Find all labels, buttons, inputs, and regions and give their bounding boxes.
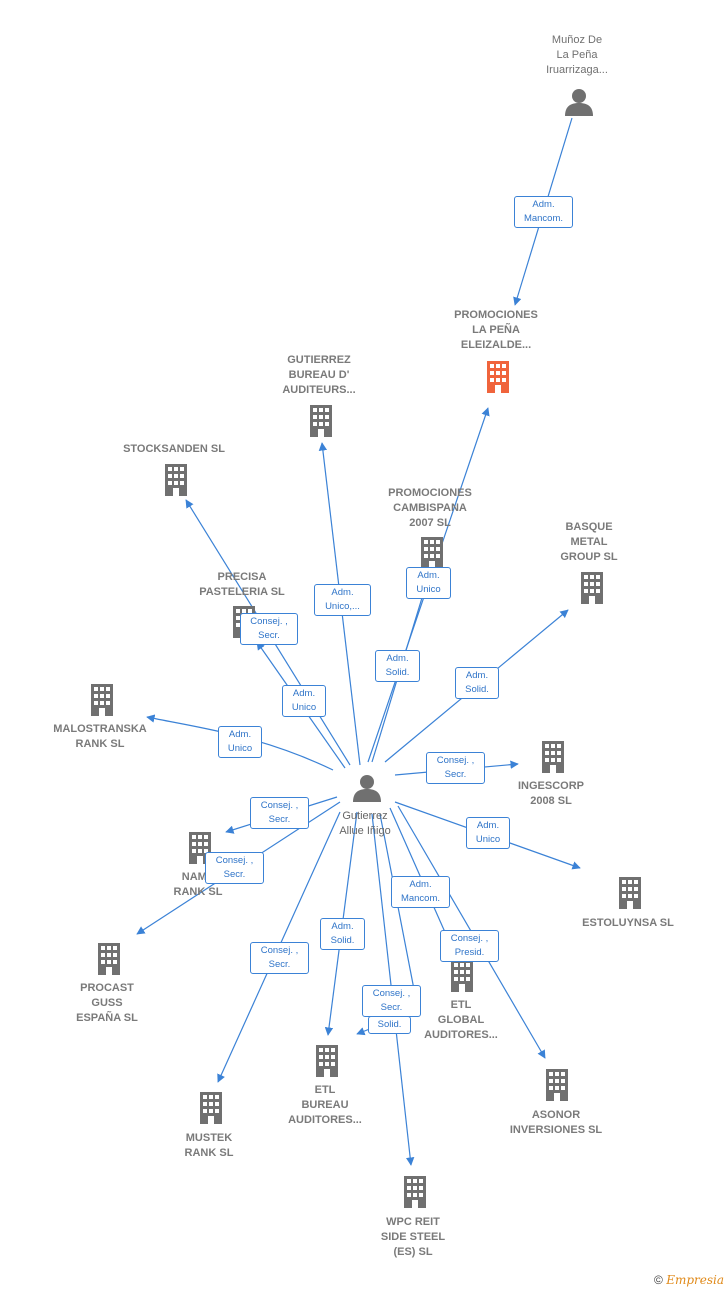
node-promociones-pena-label[interactable]: PROMOCIONES LA PEÑA ELEIZALDE... [454, 309, 538, 351]
edge-label-adm-mancom[interactable]: Adm. Mancom. [391, 876, 450, 908]
building-icon [581, 572, 603, 604]
person-icon [353, 775, 381, 802]
node-stocksanden-label[interactable]: STOCKSANDEN SL [123, 443, 225, 455]
edge-label-consej-secr[interactable]: Consej. , Secr. [205, 852, 264, 884]
building-icon [542, 741, 564, 773]
node-ingescorp-label[interactable]: INGESCORP 2008 SL [517, 780, 584, 807]
building-icon [487, 361, 509, 393]
edge-label-adm-unico[interactable]: Adm. Unico [282, 685, 326, 717]
edge-label-adm-unico[interactable]: Adm. Unico,... [314, 584, 371, 616]
node-gutierrez-bureau-label[interactable]: GUTIERREZ BUREAU D' AUDITEURS... [282, 354, 356, 396]
building-icon [451, 960, 473, 992]
node-promociones-cambispana-label[interactable]: PROMOCIONES CAMBISPANA 2007 SL [388, 487, 472, 529]
edge-label-adm-unico[interactable]: Adm. Unico [406, 567, 451, 599]
node-etl-global-label[interactable]: ETL GLOBAL AUDITORES... [424, 999, 498, 1041]
footer-brand: © Empresia [654, 1273, 724, 1287]
node-gutierrez-allue-label[interactable]: Gutierrez Allue Iñigo [339, 810, 391, 837]
edge-label-adm-unico[interactable]: Adm. Unico [466, 817, 510, 849]
edge-label-consej-secr[interactable]: Consej. , Secr. [240, 613, 298, 645]
edge-label-adm-solid[interactable]: Adm. Solid. [375, 650, 420, 682]
building-icon [421, 537, 443, 569]
node-mustek-label[interactable]: MUSTEK RANK SL [184, 1132, 234, 1159]
node-wpc-label[interactable]: WPC REIT SIDE STEEL (ES) SL [380, 1216, 446, 1258]
node-precisa-label[interactable]: PRECISA PASTELERIA SL [199, 571, 285, 598]
edge-label-adm-unico[interactable]: Adm. Unico [218, 726, 262, 758]
edge-label-consej-secr[interactable]: Consej. , Secr. [362, 985, 421, 1017]
person-icon [565, 89, 593, 116]
building-icon [404, 1176, 426, 1208]
edge-label-consej-presid[interactable]: Consej. , Presid. [440, 930, 499, 962]
edge-label-consej-secr[interactable]: Consej. , Secr. [250, 797, 309, 829]
node-etl-bureau-label[interactable]: ETL BUREAU AUDITORES... [288, 1084, 362, 1126]
node-malostranska-label[interactable]: MALOSTRANSKA RANK SL [53, 723, 147, 750]
node-asonor-label[interactable]: ASONOR INVERSIONES SL [509, 1109, 603, 1136]
copyright-symbol: © [654, 1273, 663, 1287]
building-icon [91, 684, 113, 716]
node-munoz-label[interactable]: Muñoz De La Peña Iruarrizaga... [546, 34, 608, 76]
edge-label-consej-secr[interactable]: Consej. , Secr. [426, 752, 485, 784]
node-procast-label[interactable]: PROCAST GUSS ESPAÑA SL [76, 982, 138, 1024]
node-basque-metal-label[interactable]: BASQUE METAL GROUP SL [560, 521, 618, 563]
edge-label-adm-solid[interactable]: Adm. Solid. [455, 667, 499, 699]
brand-logo: Empresia [666, 1273, 724, 1287]
building-icon [546, 1069, 568, 1101]
building-icon [98, 943, 120, 975]
node-estoluynsa-label[interactable]: ESTOLUYNSA SL [582, 917, 674, 929]
building-icon [310, 405, 332, 437]
building-icon [619, 877, 641, 909]
building-icon [165, 464, 187, 496]
building-icon [316, 1045, 338, 1077]
edge-label-adm-mancom[interactable]: Adm. Mancom. [514, 196, 573, 228]
edge-label-adm-solid[interactable]: Adm. Solid. [320, 918, 365, 950]
edge-label-solid[interactable]: Solid. [368, 1016, 411, 1034]
building-icon [200, 1092, 222, 1124]
edge-label-consej-secr[interactable]: Consej. , Secr. [250, 942, 309, 974]
